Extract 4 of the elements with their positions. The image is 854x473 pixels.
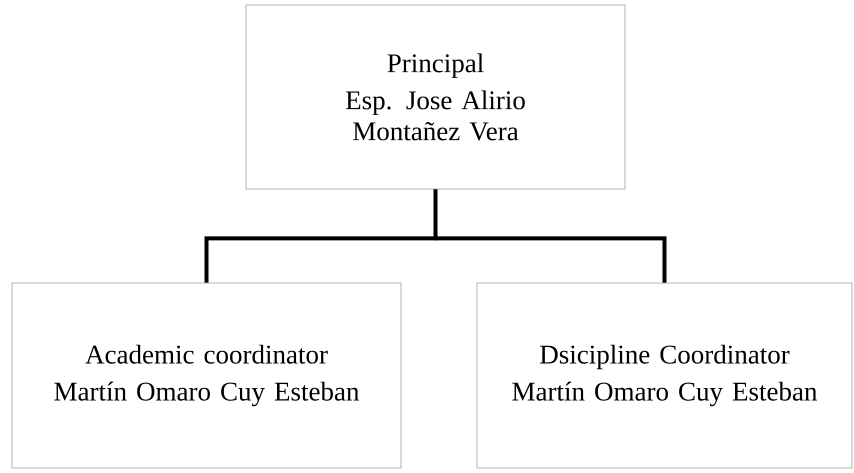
org-box: Academic coordinator Martín Omaro Cuy Esteban [12,282,402,468]
org-box: Principal Esp. Jose Alirio Montañez Vera [246,4,626,190]
connector-line [434,189,666,283]
org-box: Dsicipline Coordinator Martín Omaro Cuy Esteban [476,282,852,468]
